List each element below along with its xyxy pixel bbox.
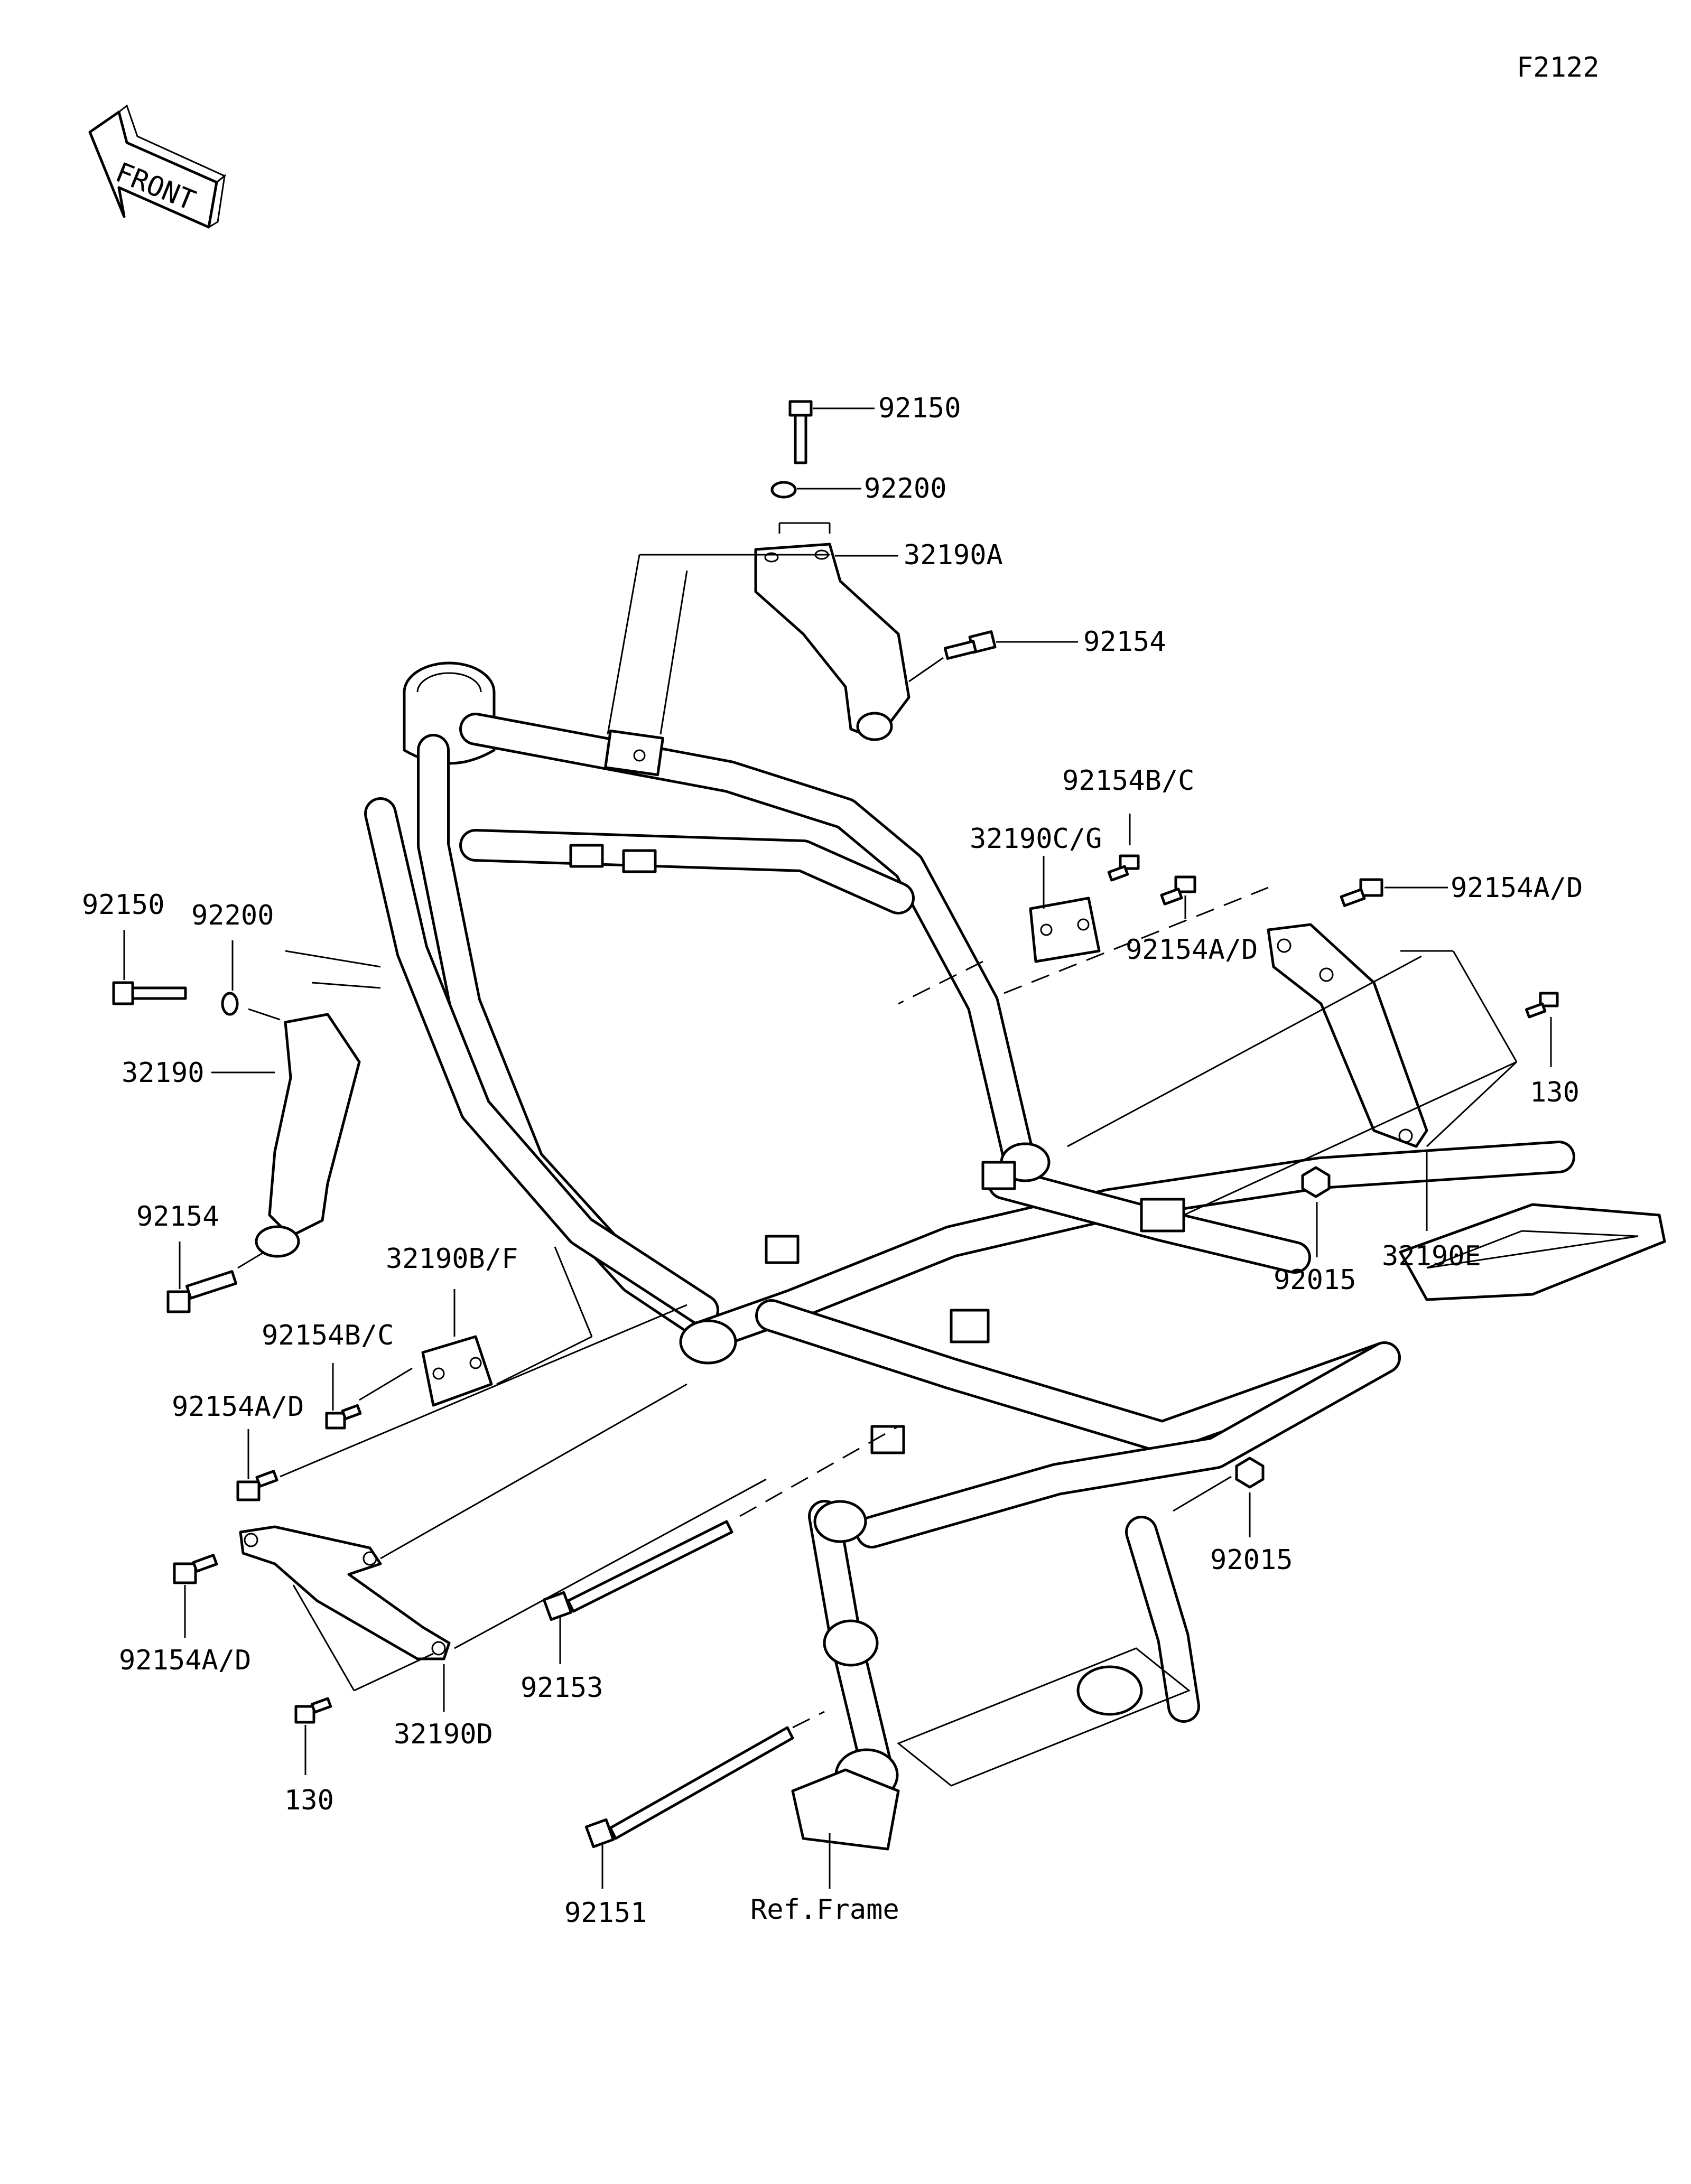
right-bracket-callout: 32190E: [1382, 1240, 1481, 1272]
top-mount-group: 92150 92200 32190A 92154: [607, 393, 1166, 741]
right-bracket-group: 92154A/D 32190E 130 92015 92015: [1067, 872, 1583, 1576]
right-nut-upper-icon: [1301, 1166, 1331, 1198]
top-washer-callout: 92200: [864, 473, 947, 505]
mid-bolt-bc-callout: 92154B/C: [1062, 765, 1194, 797]
right-bracket-icon: [1267, 923, 1428, 1148]
right-nut-upper-callout: 92015: [1274, 1264, 1356, 1296]
ref-frame-note: Ref.Frame: [750, 1894, 899, 1926]
through-bolt-upper-callout: 92153: [521, 1672, 603, 1704]
right-nut-lower-icon: [1235, 1457, 1265, 1489]
top-side-bolt-icon: [943, 630, 997, 660]
middle-plate-group: 32190C/G 92154B/C 92154A/D: [898, 765, 1258, 1005]
top-bolt-icon: [788, 400, 813, 464]
top-bracket-callout: 32190A: [904, 539, 1003, 571]
left-bolt-ad-upper-icon: [236, 1470, 278, 1501]
right-bolt-ad-icon: [1340, 878, 1383, 907]
mid-bolt-ad-icon: [1160, 875, 1196, 906]
through-bolt-lower-icon: [584, 1726, 794, 1849]
left-bolt-icon: [112, 981, 187, 1005]
mid-bolt-bc-icon: [1107, 854, 1140, 882]
right-nut-lower-callout: 92015: [1210, 1544, 1293, 1576]
left-bracket-d-icon: [239, 1525, 451, 1660]
left-plate-icon: [421, 1335, 493, 1407]
left-plate-callout: 32190B/F: [386, 1243, 518, 1275]
left-bolt-ad-upper-callout: 92154A/D: [172, 1391, 304, 1423]
top-bracket-icon: [754, 543, 910, 741]
left-bolt-ad-lower-icon: [173, 1554, 218, 1584]
front-direction-arrow-icon: FRONT: [88, 104, 226, 229]
left-bolt-130-icon: [294, 1697, 332, 1724]
left-washer-callout: 92200: [191, 900, 274, 931]
right-bolt-ad-callout: 92154A/D: [1451, 872, 1583, 904]
left-bolt-130-callout: 130: [284, 1785, 334, 1816]
left-bolt-callout: 92150: [82, 889, 165, 921]
figure-id: F2122: [1517, 52, 1600, 83]
left-lower-bolt-callout: 92154: [136, 1201, 219, 1233]
left-bolt-ad-lower-callout: 92154A/D: [119, 1645, 251, 1676]
top-bolt-callout: 92150: [878, 393, 961, 424]
motorcycle-frame: [364, 661, 1666, 1851]
middle-plate-callout: 32190C/G: [970, 823, 1102, 855]
mid-bolt-ad-callout: 92154A/D: [1126, 934, 1258, 966]
right-bolt-130-callout: 130: [1530, 1077, 1579, 1108]
left-lower-bolt-icon: [166, 1270, 238, 1313]
left-bracket-icon: [268, 1013, 361, 1238]
middle-plate-icon: [1029, 897, 1101, 963]
top-washer-icon: [770, 481, 797, 499]
left-bolt-bc-callout: 92154B/C: [262, 1320, 394, 1351]
left-washer-icon: [221, 992, 239, 1016]
left-bracket-group: 92150 92200 32190 92154 32190B/F 9215: [82, 889, 767, 1816]
through-bolt-lower-callout: 92151: [564, 1897, 647, 1929]
left-bracket-d-callout: 32190D: [394, 1719, 493, 1750]
top-side-bolt-callout: 92154: [1083, 626, 1166, 658]
right-bolt-130-icon: [1525, 992, 1559, 1019]
through-bolt-group: 92153 92151: [521, 1425, 899, 1929]
left-bracket-callout: 32190: [122, 1057, 205, 1089]
left-bolt-bc-icon: [325, 1404, 362, 1430]
through-bolt-upper-icon: [542, 1520, 733, 1621]
